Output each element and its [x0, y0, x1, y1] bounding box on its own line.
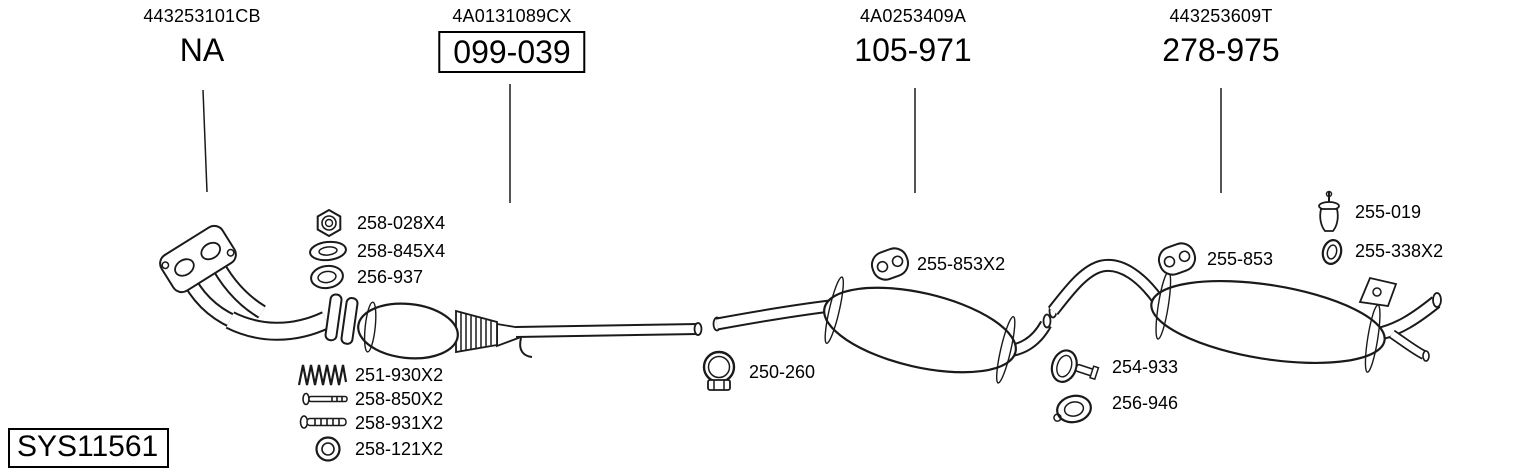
- gasket-icon: [310, 264, 344, 290]
- callout-label: 255-853: [1207, 249, 1274, 269]
- rubber-hanger-icon-rear: [1157, 242, 1197, 276]
- oem-number: 443253101CB: [143, 6, 261, 26]
- middle-section: [712, 276, 1052, 384]
- catalytic-converter: [340, 297, 522, 360]
- callout-label: 250-260: [749, 362, 816, 382]
- part-number-boxed: 099-039: [438, 31, 586, 73]
- tailpipe-bracket: [1358, 276, 1398, 307]
- oem-number: 443253609T: [1169, 6, 1273, 26]
- rubber-mount-icon: [1318, 190, 1340, 232]
- callout-label: 255-853X2: [917, 254, 1006, 274]
- bolt-icon: [302, 392, 348, 406]
- downpipe-outlet-flange: [324, 293, 343, 342]
- intermediate-pipe: [515, 322, 703, 358]
- part-number: 278-975: [1162, 32, 1280, 68]
- section-header-rear-muffler: 443253609T 278-975: [1162, 6, 1279, 69]
- rubber-hanger-icon: [870, 247, 910, 281]
- clamp-icon: [702, 350, 736, 391]
- oem-number: 4A0131089CX: [452, 6, 572, 26]
- section-header-middle-muffler: 4A0253409A 105-971: [854, 6, 971, 69]
- pipe-hanger-rod: [519, 337, 533, 358]
- part-number: NA: [179, 32, 225, 68]
- callout-label: 258-121X2: [355, 439, 444, 459]
- callout-label: 251-930X2: [355, 365, 444, 385]
- stud-bolt-icon: [299, 415, 347, 429]
- spring-icon: [297, 364, 348, 386]
- front-downpipe: [159, 224, 343, 342]
- seal-ring-icon: [1321, 239, 1343, 265]
- band-clamp-icon: [1050, 349, 1100, 383]
- rear-muffler: [1150, 271, 1386, 373]
- callout-label: 258-845X4: [357, 241, 446, 261]
- callout-label: 255-338X2: [1355, 241, 1444, 261]
- part-number: 105-971: [854, 32, 972, 68]
- oem-number: 4A0253409A: [859, 6, 967, 26]
- ring-hanger-icon: [1053, 394, 1092, 424]
- leader-lines: [202, 84, 1222, 203]
- callout-label: 258-931X2: [355, 413, 444, 433]
- section-header-catalyst: 4A0131089CX 099-039: [438, 6, 586, 73]
- callout-label: 255-019: [1355, 202, 1422, 222]
- cat-inlet-flange: [340, 297, 359, 345]
- middle-muffler: [823, 276, 1017, 384]
- front-flange: [159, 224, 237, 294]
- flex-ribs: [460, 313, 492, 351]
- system-id-box: SYS11561: [8, 428, 170, 468]
- callout-label: 258-028X4: [357, 213, 446, 233]
- hex-nut-icon: [316, 208, 342, 238]
- ring-icon: [315, 436, 341, 462]
- callout-label: 256-937: [357, 267, 424, 287]
- washer-icon: [309, 240, 347, 262]
- rear-section: [1047, 258, 1442, 373]
- callout-label: 254-933: [1112, 357, 1179, 377]
- callout-label: 256-946: [1112, 393, 1179, 413]
- section-header-front-pipe: 443253101CB NA: [143, 6, 260, 69]
- callout-label: 258-850X2: [355, 389, 444, 409]
